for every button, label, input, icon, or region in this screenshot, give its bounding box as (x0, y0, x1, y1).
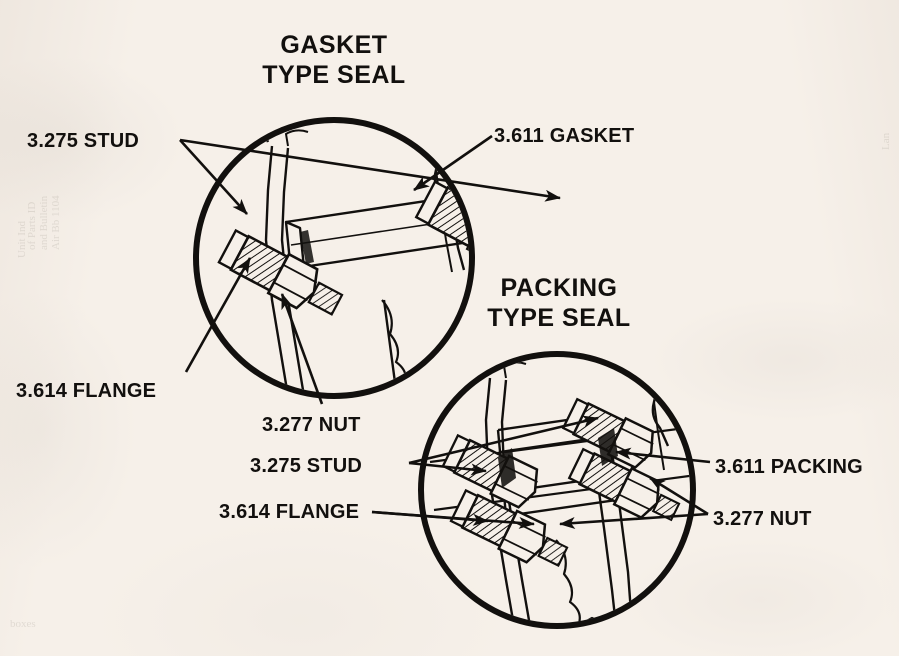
leader-pk-packing (615, 447, 711, 464)
gasket-leader-lines (179, 134, 561, 405)
stud-nut-lower-left-packing (449, 488, 569, 567)
leader-gasket (413, 134, 493, 192)
leader-pk-flange-b (371, 510, 535, 529)
leader-pk-nut-a (649, 476, 709, 516)
pipe-break-edge-top-inner (284, 129, 309, 147)
callout-gasket-nut: 3.277 NUT (262, 414, 361, 436)
stud-nut-upper-left-packing (441, 433, 539, 509)
leader-stud-to-left (179, 139, 248, 215)
stud-thread-end (307, 281, 344, 316)
callout-packing-packing: 3.611 PACKING (715, 456, 863, 478)
gasket-title-line-2: TYPE SEAL (262, 61, 406, 89)
callout-gasket-stud: 3.275 STUD (27, 130, 140, 152)
packing-wedge-right (598, 428, 618, 466)
callout-packing-nut: 3.277 NUT (713, 508, 812, 530)
pipe-break-edge-bottom-packing (555, 539, 581, 623)
leader-nut (280, 293, 324, 405)
gasket-figure-art (193, 117, 547, 399)
gasket-detail-internals (217, 123, 547, 393)
stud-nut-assembly-left-gasket (217, 228, 344, 316)
hex-nut (465, 204, 469, 267)
gasket-view-circle (193, 117, 475, 399)
gasket-title-line-1: GASKET (280, 31, 388, 59)
leader-pk-nut-b (559, 512, 709, 529)
leader-pk-stud-to-upper (408, 415, 599, 465)
stud-thread-end (537, 536, 569, 567)
hex-nut (266, 252, 319, 310)
packing-leader-lines (371, 415, 711, 529)
callout-packing-flange: 3.614 FLANGE (219, 501, 360, 523)
gasket-figure-title: GASKET TYPE SEAL (184, 30, 484, 90)
packing-title-line-2: TYPE SEAL (487, 304, 631, 332)
packing-wedge-left (498, 448, 516, 488)
callout-gasket-gasket: 3.611 GASKET (494, 125, 635, 147)
packing-figure-art (418, 351, 696, 629)
gasket-sliver (300, 230, 314, 264)
callout-packing-stud: 3.275 STUD (250, 455, 363, 477)
leader-stud-to-right (179, 138, 561, 202)
packing-view-circle (418, 351, 696, 629)
leader-pk-stud-to-left (408, 461, 487, 476)
callout-gasket-flange: 3.614 FLANGE (16, 380, 157, 402)
packing-title-line-1: PACKING (500, 274, 618, 302)
stud-thread-end (651, 493, 681, 522)
packing-figure-title: PACKING TYPE SEAL (409, 273, 709, 333)
stud-thread-end (511, 237, 547, 271)
stud-nut-lower-right-packing (567, 447, 681, 522)
leader-flange (184, 257, 252, 373)
